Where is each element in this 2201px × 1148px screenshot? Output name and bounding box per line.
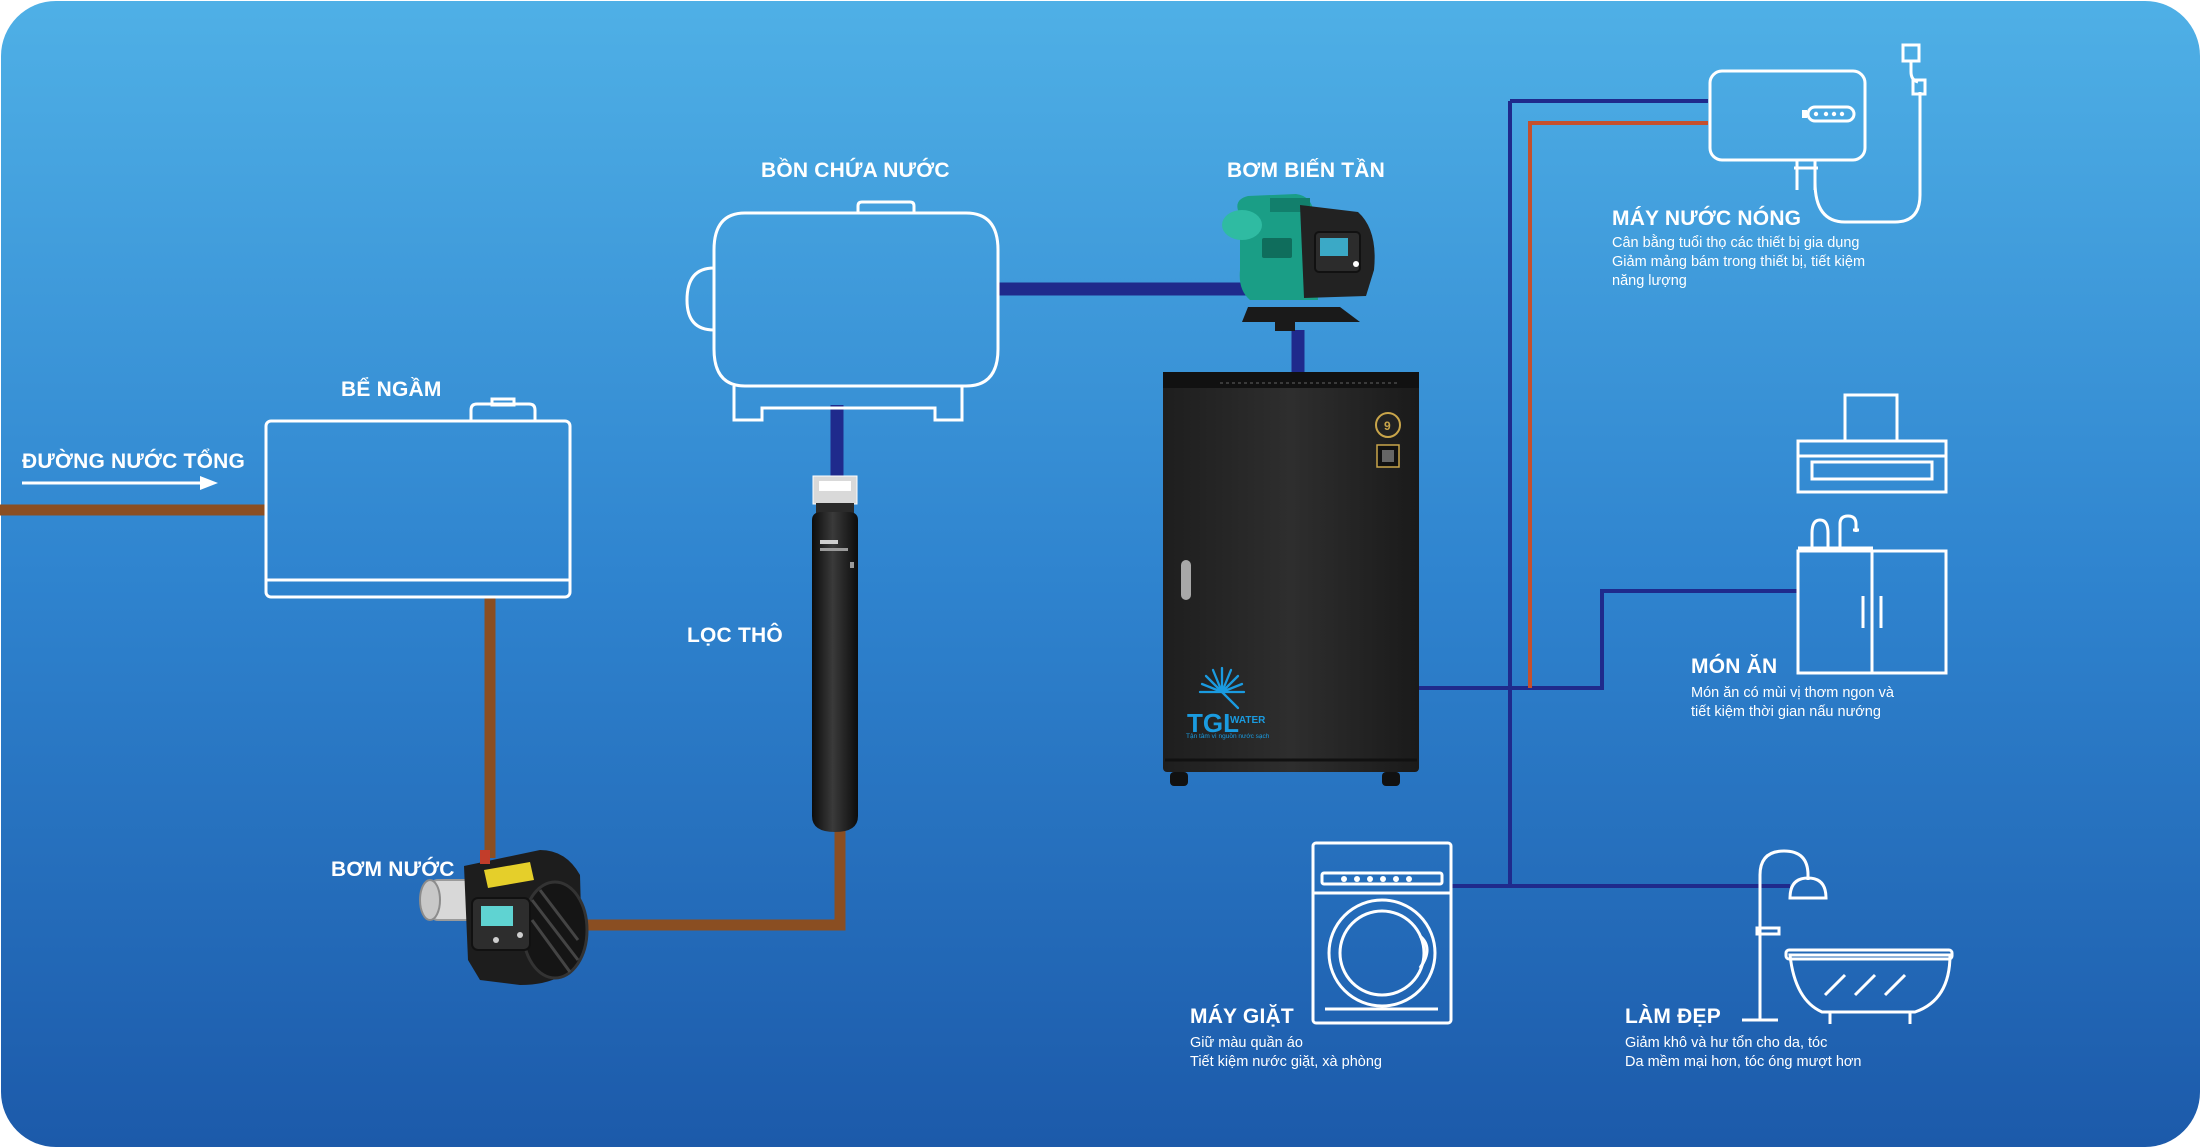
pipe-hot-water <box>1528 121 1708 688</box>
label-main-line: ĐƯỜNG NƯỚC TỔNG <box>22 450 245 473</box>
desc-line: Cân bằng tuổi thọ các thiết bị gia dụng <box>1612 235 1860 251</box>
pipe-pump-to-filter <box>580 830 846 931</box>
pre-filter-icon <box>812 475 858 832</box>
desc-line: năng lượng <box>1612 273 1687 289</box>
brand-logo-icon <box>1198 666 1246 710</box>
cabinet-brand-sup: WATER <box>1230 715 1266 726</box>
treatment-cabinet: TGL WATER Tận tâm vì nguồn nước sạch 9 <box>1163 372 1419 786</box>
washing-machine-icon <box>1311 841 1453 1025</box>
desc-line: Giữ màu quần áo <box>1190 1035 1303 1051</box>
kitchen-icon <box>1796 393 1948 675</box>
cabinet-handle <box>1181 560 1191 600</box>
desc-line: Giảm khô và hư tổn cho da, tóc <box>1625 1035 1828 1051</box>
desc-line: Giảm mảng bám trong thiết bị, tiết kiệm <box>1612 254 1866 270</box>
pipes <box>0 99 1797 931</box>
water-heater-icon <box>1708 43 1927 224</box>
cabinet-brand: TGL <box>1187 708 1239 738</box>
cabinet-badge <box>1375 412 1401 438</box>
label-water-tank: BỒN CHỨA NƯỚC <box>761 159 950 182</box>
arrow-right-icon <box>22 476 218 490</box>
label-kitchen: MÓN ĂN <box>1691 655 1778 678</box>
label-washing-machine: MÁY GIẶT <box>1190 1005 1294 1028</box>
water-tank-icon <box>685 200 1000 422</box>
label-beauty: LÀM ĐẸP <box>1625 1005 1721 1028</box>
label-inverter-pump: BƠM BIẾN TẦN <box>1227 159 1385 182</box>
desc-kitchen: Món ăn có mùi vị thơm ngon và tiết kiệm … <box>1691 684 1894 722</box>
water-pump-icon <box>419 850 589 985</box>
cabinet-tagline: Tận tâm vì nguồn nước sạch <box>1186 731 1270 740</box>
desc-line: Da mềm mại hơn, tóc óng mượt hơn <box>1625 1054 1862 1070</box>
desc-line: Món ăn có mùi vị thơm ngon và <box>1691 685 1894 701</box>
label-water-heater: MÁY NƯỚC NÓNG <box>1612 207 1802 230</box>
desc-beauty: Giảm khô và hư tổn cho da, tóc Da mềm mạ… <box>1625 1034 1861 1072</box>
label-pre-filter: LỌC THÔ <box>687 624 783 647</box>
desc-line: Tiết kiệm nước giặt, xà phòng <box>1190 1054 1382 1070</box>
desc-water-heater: Cân bằng tuổi thọ các thiết bị gia dụng … <box>1612 234 1865 291</box>
underground-tank-icon <box>264 397 572 599</box>
inverter-pump-icon <box>1222 194 1375 331</box>
label-underground-tank: BỂ NGẦM <box>341 378 442 401</box>
desc-line: tiết kiệm thời gian nấu nướng <box>1691 704 1881 720</box>
cabinet-badge-number: 9 <box>1384 419 1391 433</box>
label-water-pump: BƠM NƯỚC <box>331 858 455 881</box>
desc-washing-machine: Giữ màu quần áo Tiết kiệm nước giặt, xà … <box>1190 1034 1382 1072</box>
bathtub-shower-icon <box>1742 849 1954 1024</box>
